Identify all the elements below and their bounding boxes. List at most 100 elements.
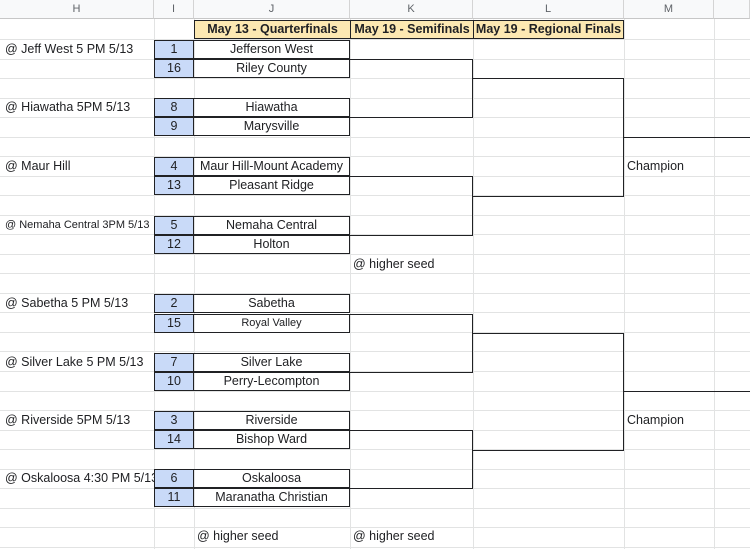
matchup-location[interactable]: @ Maur Hill <box>5 159 71 173</box>
grid-row-line <box>0 391 750 392</box>
seed-cell[interactable]: 16 <box>154 59 194 78</box>
bracket-line <box>473 78 624 79</box>
seed-cell[interactable]: 8 <box>154 98 194 117</box>
bracket-line <box>623 391 624 450</box>
seed-cell[interactable]: 3 <box>154 411 194 430</box>
column-header-k[interactable]: K <box>350 0 473 19</box>
team-cell[interactable]: Jefferson West <box>194 40 350 59</box>
grid-row-line <box>0 273 750 274</box>
team-cell[interactable]: Pleasant Ridge <box>194 176 350 195</box>
bracket-line <box>350 314 473 315</box>
matchup-location[interactable]: @ Riverside 5PM 5/13 <box>5 413 131 427</box>
seed-cell[interactable]: 2 <box>154 294 194 313</box>
matchup-location[interactable]: @ Nemaha Central 3PM 5/13 <box>5 219 150 231</box>
quarterfinals-header[interactable]: May 13 - Quarterfinals <box>194 20 351 39</box>
grid-row-line <box>0 78 750 79</box>
seed-cell[interactable]: 5 <box>154 216 194 235</box>
grid-column-line <box>624 19 625 549</box>
matchup-location[interactable]: @ Sabetha 5 PM 5/13 <box>5 296 129 310</box>
grid-column-line <box>473 19 474 549</box>
grid-row-line <box>0 234 750 235</box>
grid-row-line <box>0 547 750 548</box>
seed-cell[interactable]: 15 <box>154 314 194 333</box>
higher-seed-note[interactable]: @ higher seed <box>353 257 435 271</box>
matchup-location[interactable]: @ Oskaloosa 4:30 PM 5/13 <box>5 471 159 485</box>
team-cell[interactable]: Bishop Ward <box>194 430 350 449</box>
higher-seed-note[interactable]: @ higher seed <box>353 529 435 543</box>
champion-label[interactable]: Champion <box>627 159 684 173</box>
bracket-line <box>473 450 624 451</box>
bracket-line <box>350 59 473 60</box>
bracket-line <box>473 333 624 334</box>
grid-row-line <box>0 98 750 99</box>
team-cell[interactable]: Oskaloosa <box>194 469 350 488</box>
bracket-line <box>624 137 750 138</box>
grid-row-line <box>0 527 750 528</box>
grid-column-line <box>194 19 195 549</box>
bracket-line <box>624 391 750 392</box>
column-header-m[interactable]: M <box>624 0 714 19</box>
seed-cell[interactable]: 14 <box>154 430 194 449</box>
seed-cell[interactable]: 11 <box>154 488 194 507</box>
champion-label[interactable]: Champion <box>627 413 684 427</box>
bracket-line <box>350 117 473 118</box>
seed-cell[interactable]: 10 <box>154 372 194 391</box>
bracket-line <box>350 235 473 236</box>
team-cell[interactable]: Perry-Lecompton <box>194 372 350 391</box>
regional-finals-header[interactable]: May 19 - Regional Finals <box>473 20 624 39</box>
seed-cell[interactable]: 9 <box>154 117 194 136</box>
bracket-line <box>623 333 624 392</box>
column-header-n[interactable] <box>714 0 750 19</box>
grid-row-line <box>0 332 750 333</box>
team-cell[interactable]: Holton <box>194 235 350 254</box>
team-cell[interactable]: Nemaha Central <box>194 216 350 235</box>
higher-seed-note[interactable]: @ higher seed <box>197 529 279 543</box>
team-cell[interactable]: Hiawatha <box>194 98 350 117</box>
matchup-location[interactable]: @ Hiawatha 5PM 5/13 <box>5 100 131 114</box>
team-cell[interactable]: Marysville <box>194 117 350 136</box>
semifinals-header[interactable]: May 19 - Semifinals <box>350 20 474 39</box>
bracket-line <box>350 372 473 373</box>
team-cell[interactable]: Royal Valley <box>194 314 350 333</box>
grid-column-line <box>154 19 155 549</box>
seed-cell[interactable]: 1 <box>154 40 194 59</box>
team-cell[interactable]: Sabetha <box>194 294 350 313</box>
column-header-h[interactable]: H <box>0 0 154 19</box>
grid-row-line <box>0 508 750 509</box>
seed-cell[interactable]: 4 <box>154 157 194 176</box>
column-header-j[interactable]: J <box>194 0 350 19</box>
grid-row-line <box>0 410 750 411</box>
grid-row-line <box>0 254 750 255</box>
grid-row-line <box>0 371 750 372</box>
bracket-line <box>473 196 624 197</box>
team-cell[interactable]: Riley County <box>194 59 350 78</box>
grid-column-line <box>350 19 351 549</box>
grid-row-line <box>0 215 750 216</box>
grid-row-line <box>0 156 750 157</box>
grid-row-line <box>0 39 750 40</box>
grid-row-line <box>0 137 750 138</box>
team-cell[interactable]: Maur Hill-Mount Academy <box>194 157 350 176</box>
bracket-line <box>472 59 473 118</box>
column-header-l[interactable]: L <box>473 0 624 19</box>
grid-row-line <box>0 195 750 196</box>
bracket-line <box>350 430 473 431</box>
grid-row-line <box>0 449 750 450</box>
bracket-line <box>472 314 473 372</box>
team-cell[interactable]: Maranatha Christian <box>194 488 350 507</box>
team-cell[interactable]: Silver Lake <box>194 353 350 372</box>
seed-cell[interactable]: 12 <box>154 235 194 254</box>
column-header-i[interactable]: I <box>154 0 194 19</box>
grid-row-line <box>0 351 750 352</box>
grid-column-line <box>714 19 715 549</box>
grid-row-line <box>0 312 750 313</box>
seed-cell[interactable]: 7 <box>154 353 194 372</box>
bracket-line <box>623 78 624 137</box>
matchup-location[interactable]: @ Silver Lake 5 PM 5/13 <box>5 355 144 369</box>
matchup-location[interactable]: @ Jeff West 5 PM 5/13 <box>5 42 134 56</box>
team-cell[interactable]: Riverside <box>194 411 350 430</box>
seed-cell[interactable]: 6 <box>154 469 194 488</box>
seed-cell[interactable]: 13 <box>154 176 194 195</box>
bracket-line <box>350 176 473 177</box>
